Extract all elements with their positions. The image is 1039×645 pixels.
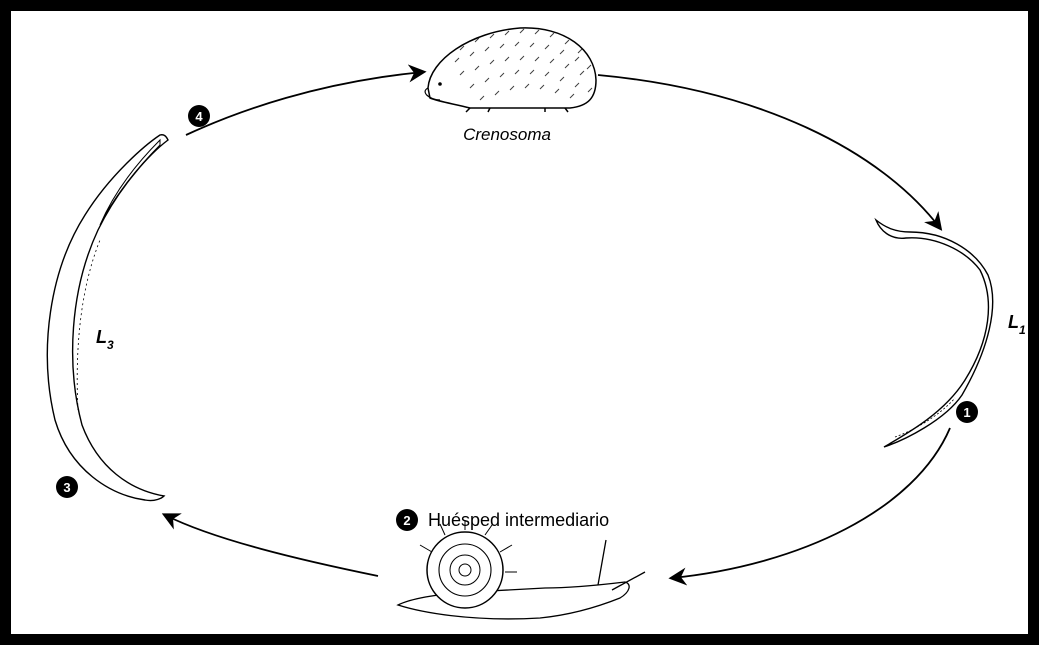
larva-l3-icon <box>47 135 168 501</box>
hedgehog-icon <box>425 28 596 112</box>
svg-text:4: 4 <box>195 109 203 124</box>
step-marker-3: 3 <box>56 476 78 498</box>
arrow-snail-to-l3 <box>165 515 378 576</box>
arrow-l3-to-host <box>186 72 423 135</box>
intermediate-host-label: Huésped intermediario <box>428 510 609 530</box>
svg-text:3: 3 <box>63 480 70 495</box>
arrow-host-to-l1 <box>598 75 940 228</box>
step-marker-4: 4 <box>188 105 210 127</box>
cycle-arrows <box>165 72 950 578</box>
l1-label: L1 <box>1008 312 1026 337</box>
svg-text:1: 1 <box>963 405 970 420</box>
svg-text:2: 2 <box>403 513 410 528</box>
step-marker-1: 1 <box>956 401 978 423</box>
snail-icon <box>398 520 645 619</box>
l3-label: L3 <box>96 327 114 352</box>
host-label: Crenosoma <box>463 125 551 144</box>
step-marker-2: 2 <box>396 509 418 531</box>
arrow-l1-to-snail <box>672 428 950 578</box>
